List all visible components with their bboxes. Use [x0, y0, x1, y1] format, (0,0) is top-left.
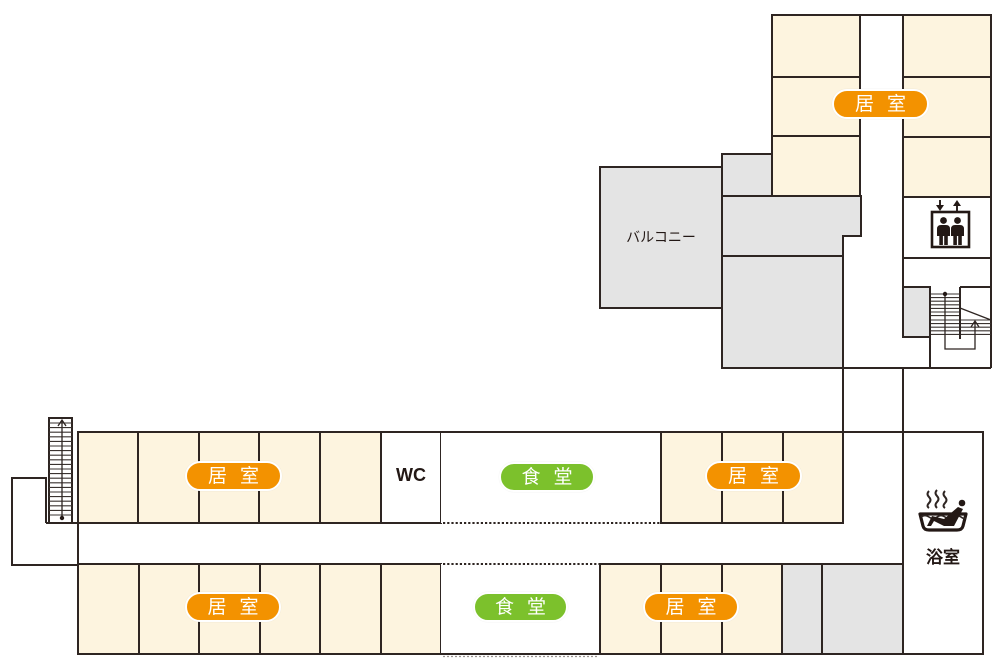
up-arrowhead [953, 200, 961, 206]
wc-room [380, 431, 442, 524]
stair-start-dot [59, 515, 65, 521]
stair-steps [49, 422, 72, 516]
balcony-area [599, 166, 723, 309]
arrowhead-icon [57, 418, 67, 427]
living-room-label: 居室 [185, 592, 281, 622]
living-room-label: 居室 [643, 592, 739, 622]
living-room [660, 431, 723, 524]
bath-room [902, 431, 984, 655]
stairs-icon [11, 417, 78, 566]
bather-head [958, 499, 966, 507]
living-room [771, 14, 861, 78]
wc-label: WC [396, 465, 426, 485]
person-icon [937, 217, 950, 245]
stair-start-dot [942, 291, 948, 297]
steam-icon [926, 490, 932, 509]
living-room [319, 563, 382, 655]
living-room [77, 431, 139, 524]
balcony-label: バルコニー [626, 230, 696, 246]
service-room [821, 563, 904, 655]
water-line [920, 514, 967, 520]
stair-break-line [959, 307, 992, 321]
living-room [771, 135, 861, 197]
west-stair [48, 417, 73, 524]
living-room [380, 563, 442, 655]
service-room [781, 563, 823, 655]
dining-room-label: 食堂 [473, 592, 568, 622]
south-wing-lower-row [77, 563, 904, 658]
dining-room-label: 食堂 [499, 462, 595, 492]
service-room [721, 153, 773, 197]
bath-icon [918, 489, 968, 532]
south-wing-upper-row [77, 431, 984, 655]
stair-direction-arrow [944, 294, 976, 350]
living-room [77, 563, 140, 655]
person-icon [951, 217, 964, 245]
living-room-label: 居室 [185, 461, 282, 491]
stair-closet [902, 286, 931, 338]
living-room [902, 136, 992, 198]
bather-body [927, 507, 963, 526]
living-room [319, 431, 382, 524]
connector-corridor [842, 367, 904, 433]
steam-icon [934, 489, 940, 509]
down-arrowhead [936, 205, 944, 211]
steam-icon [942, 490, 948, 509]
stairs-icon [902, 286, 992, 368]
west-exterior-outline [11, 477, 78, 566]
north-wing [771, 14, 992, 368]
bath-room-label: 浴室 [926, 548, 960, 568]
service-room [721, 255, 844, 369]
service-block [599, 153, 862, 369]
elevator-icon [930, 200, 971, 249]
living-room-label: 居室 [705, 461, 802, 491]
living-room-label: 居室 [832, 89, 929, 119]
living-room [902, 14, 992, 78]
service-room [721, 195, 862, 257]
arrowhead-icon [970, 319, 980, 328]
